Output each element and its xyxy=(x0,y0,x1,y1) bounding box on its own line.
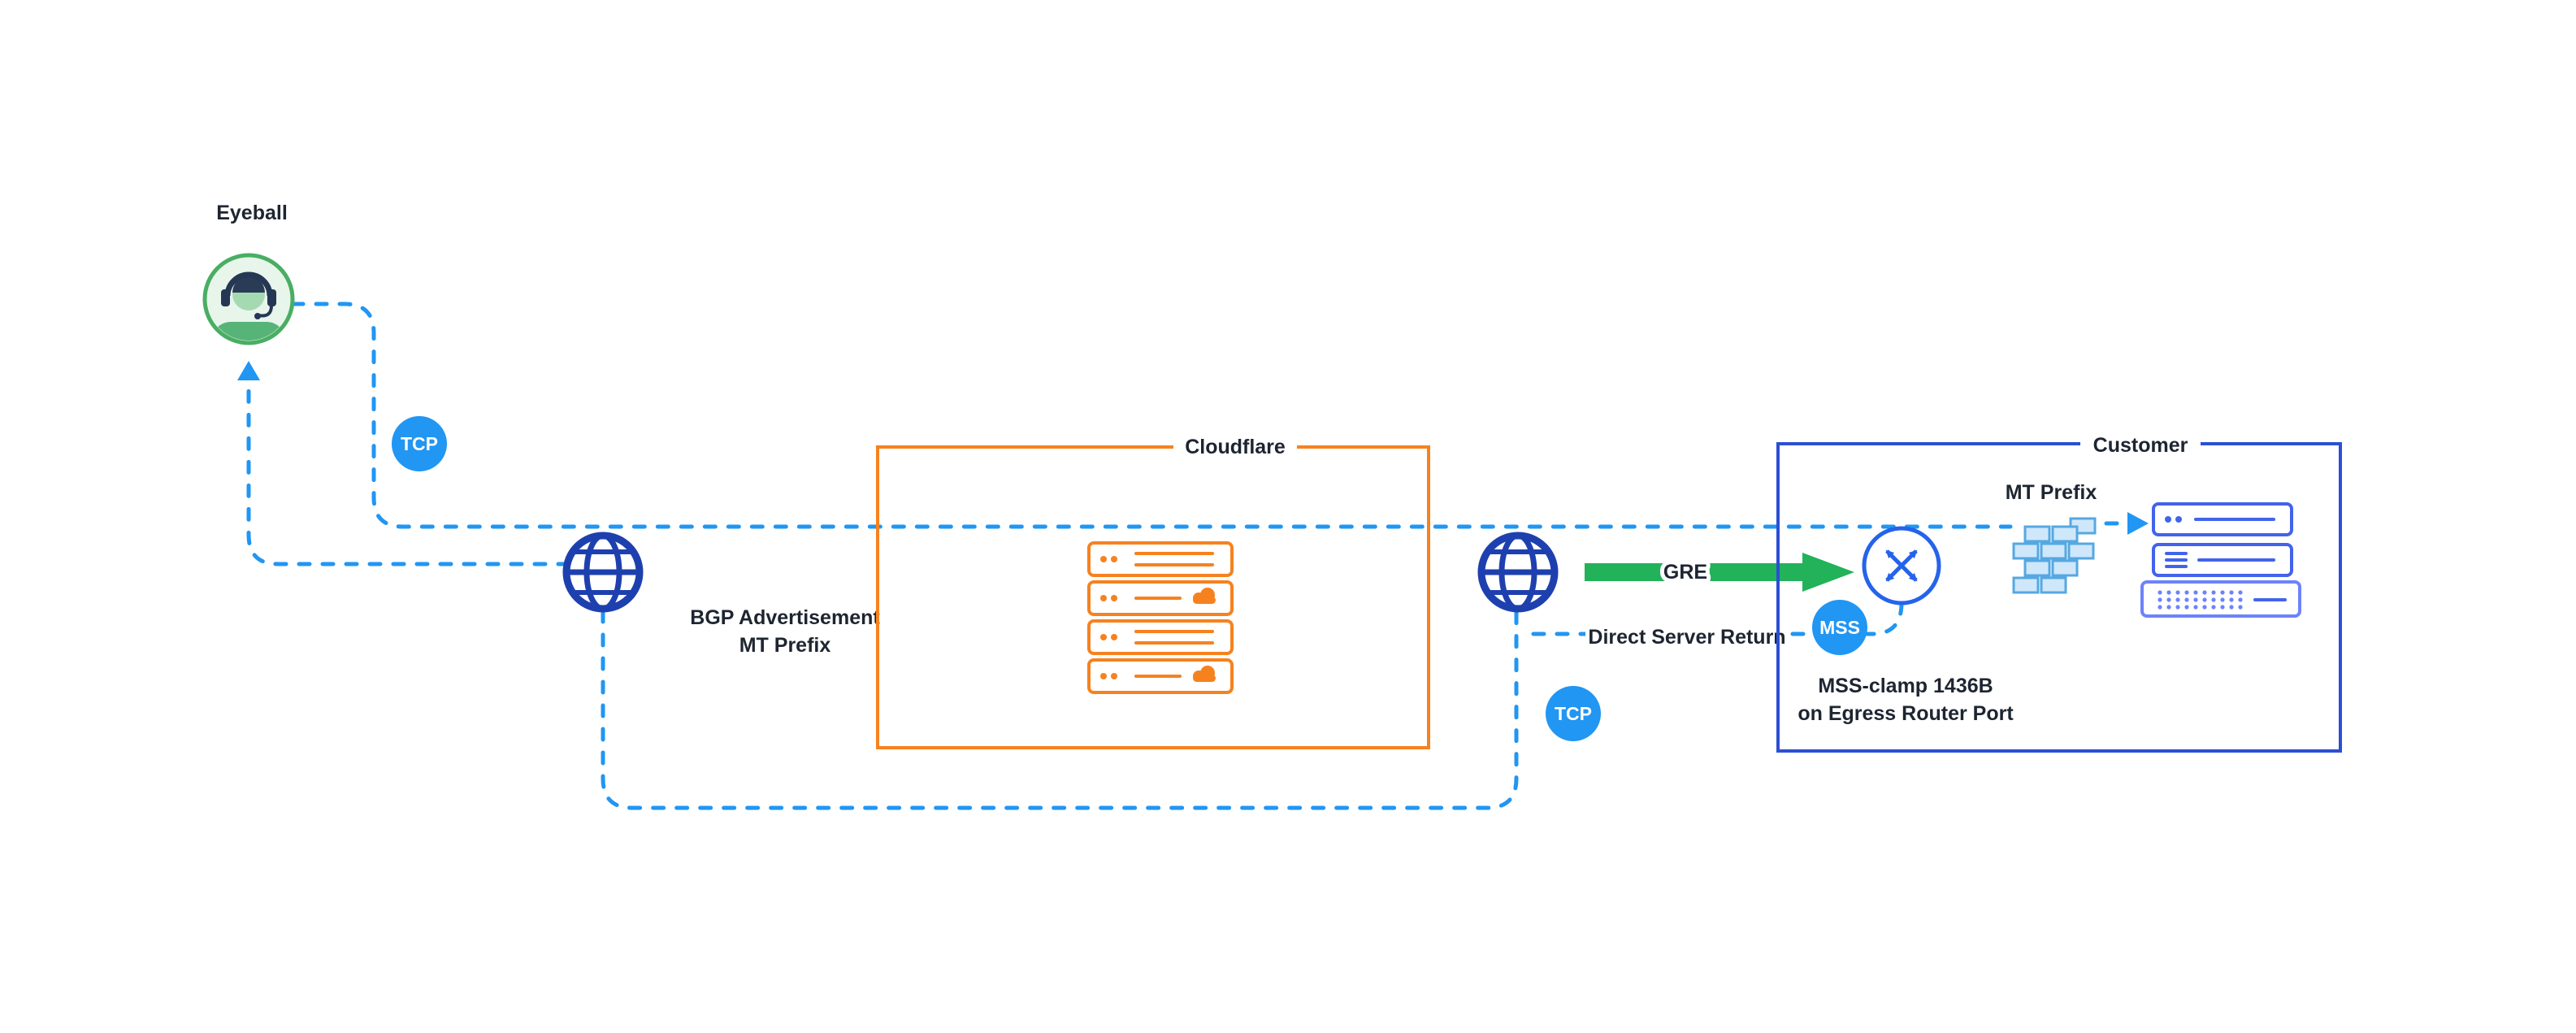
tcp-forward-path xyxy=(290,302,2149,535)
mss-clamp-label-line2: on Egress Router Port xyxy=(1798,702,2014,725)
person-torso xyxy=(211,322,286,341)
tcp-return-path xyxy=(237,361,1904,810)
eyeball-user-icon xyxy=(202,253,295,345)
mss-badge-circle xyxy=(1812,600,1867,655)
headset-mic-tip xyxy=(254,313,261,319)
gre-arrow-shape xyxy=(1585,553,1854,592)
internet-globe-left-icon xyxy=(562,532,644,613)
person-hair xyxy=(232,276,265,293)
router-arrow-diagonal-2 xyxy=(1885,549,1918,582)
headset-earcup-left-icon xyxy=(221,289,230,306)
return-to-eyeball-line xyxy=(246,381,571,566)
cloud-icon xyxy=(1193,588,1216,604)
tcp-badge-left-text: TCP xyxy=(401,433,438,454)
cf-server-led xyxy=(1111,595,1117,601)
cloudflare-label-plate xyxy=(1173,434,1297,460)
return-bottom-loop-line xyxy=(601,609,1519,810)
cf-server-led xyxy=(1100,673,1107,679)
cf-server-led xyxy=(1100,556,1107,562)
customer-border xyxy=(1776,442,2342,753)
gre-label: GRE xyxy=(1663,561,1707,584)
tcp-badge-right-circle xyxy=(1546,686,1601,741)
origin-server-led xyxy=(2165,516,2171,523)
cf-server-row xyxy=(1087,541,1234,577)
customer-box: Customer xyxy=(1776,432,2342,753)
cf-server-led xyxy=(1111,634,1117,640)
forward-flow-line xyxy=(290,302,2013,529)
bgp-advertisement-label: BGP Advertisement xyxy=(690,606,880,629)
cf-server-led xyxy=(1100,595,1107,601)
customer-label-plate xyxy=(2080,432,2201,457)
headset-earcup-right-icon xyxy=(267,289,276,306)
origin-server-led xyxy=(2175,516,2182,523)
tcp-badge-right: TCP xyxy=(1546,686,1601,741)
firewall-icon xyxy=(2012,517,2097,594)
eyeball-arrowhead-icon xyxy=(237,361,260,380)
firewall-brick xyxy=(2012,542,2040,560)
headset-band-icon xyxy=(224,271,273,297)
firewall-brick xyxy=(2051,525,2079,543)
tcp-badge-right-text: TCP xyxy=(1555,703,1592,724)
cloudflare-label: Cloudflare xyxy=(1185,436,1286,458)
firewall-brick xyxy=(2023,559,2051,577)
cloud-icon xyxy=(1193,666,1216,682)
router-icon xyxy=(1862,526,1941,605)
customer-mt-prefix-label: MT Prefix xyxy=(2006,481,2097,504)
customer-label: Customer xyxy=(2093,434,2188,457)
cf-server-row xyxy=(1087,619,1234,655)
firewall-brick xyxy=(2012,576,2040,594)
internet-globe-right-icon xyxy=(1477,532,1559,613)
cloudflare-server-stack-icon xyxy=(1087,541,1234,694)
tcp-badge-left: TCP xyxy=(392,416,447,471)
origin-server-grille xyxy=(2158,590,2287,610)
origin-arrowhead-icon xyxy=(2127,512,2149,535)
cf-server-led xyxy=(1111,556,1117,562)
tcp-badge-left-circle xyxy=(392,416,447,471)
firewall-brick xyxy=(2040,542,2067,560)
cf-server-led xyxy=(1100,634,1107,640)
firewall-brick xyxy=(2040,576,2067,594)
router-to-internet-return-line xyxy=(1519,601,1904,636)
eyeball-label: Eyeball xyxy=(216,202,288,224)
firewall-brick xyxy=(2023,525,2051,543)
firewall-brick xyxy=(2051,559,2079,577)
cloudflare-box: Cloudflare xyxy=(876,434,1430,749)
mss-badge-text: MSS xyxy=(1819,617,1860,638)
direct-server-return-label: Direct Server Return xyxy=(1588,626,1785,649)
firewall-brick xyxy=(2067,542,2095,560)
mss-clamp-label-line1: MSS-clamp 1436B xyxy=(1818,675,1993,697)
cloudflare-border xyxy=(876,445,1430,749)
gre-arrow-icon: GRE xyxy=(1585,553,1854,592)
cf-server-led xyxy=(1111,673,1117,679)
mss-badge: MSS xyxy=(1812,600,1867,655)
bgp-mt-prefix-label: MT Prefix xyxy=(739,634,831,657)
origin-servers-icon xyxy=(2140,502,2301,618)
